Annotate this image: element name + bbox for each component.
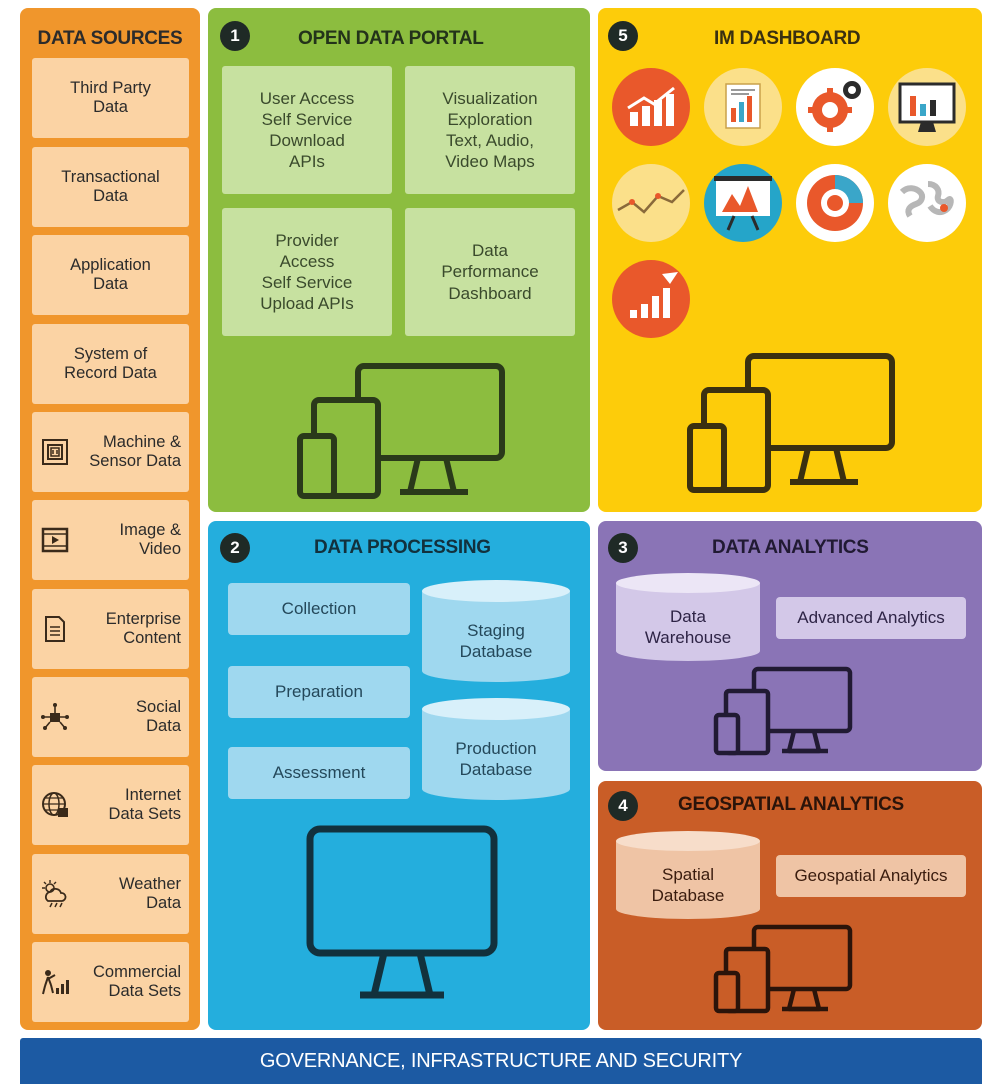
data-warehouse-label: Data Warehouse	[644, 606, 732, 647]
geospatial-analytics-panel: 4 GEOSPATIAL ANALYTICS Spatial Database …	[598, 781, 982, 1030]
im-dashboard-panel: 5 IM DASHBOARD	[598, 8, 982, 512]
governance-label: GOVERNANCE, INFRASTRUCTURE AND SECURITY	[259, 1049, 743, 1072]
staging-database-icon	[422, 580, 570, 682]
source-label: Machine & Sensor Data	[89, 433, 181, 470]
source-label: Transactional Data	[61, 168, 160, 205]
line-trend-icon	[612, 164, 690, 242]
source-social-data: Social Data	[32, 677, 189, 757]
im-dashboard-title: IM DASHBOARD	[714, 28, 861, 49]
devices-icon	[713, 666, 853, 756]
source-label: Image & Video	[119, 521, 181, 558]
growth-chart-icon	[612, 68, 690, 146]
video-play-icon	[41, 527, 69, 553]
process-step-preparation: Preparation	[228, 666, 410, 718]
network-icon	[41, 703, 69, 730]
portal-box-user-access: User Access Self Service Download APIs	[222, 66, 392, 194]
source-internet-data-sets: Internet Data Sets	[32, 765, 189, 845]
source-label: System of Record Data	[64, 345, 157, 382]
production-database-icon	[422, 698, 570, 800]
data-sources-panel: DATA SOURCES Third Party Data Transactio…	[20, 8, 200, 1030]
step-number-badge: 5	[608, 21, 638, 51]
source-machine-sensor-data: Machine & Sensor Data	[32, 412, 189, 492]
portal-box-visualization: Visualization Exploration Text, Audio, V…	[405, 66, 575, 194]
process-step-assessment: Assessment	[228, 747, 410, 799]
globe-icon	[42, 792, 68, 817]
source-label: Application Data	[70, 256, 151, 293]
portal-box-provider-access: Provider Access Self Service Upload APIs	[222, 208, 392, 336]
document-icon	[45, 616, 65, 642]
data-analytics-panel: 3 DATA ANALYTICS Data Warehouse Advanced…	[598, 521, 982, 771]
source-label: Weather Data	[118, 875, 181, 912]
geospatial-analytics-title: GEOSPATIAL ANALYTICS	[678, 794, 904, 815]
report-document-icon	[704, 68, 782, 146]
production-database-label: Production Database	[455, 738, 537, 779]
source-third-party-data: Third Party Data	[32, 58, 189, 138]
source-label: Social Data	[136, 698, 181, 735]
step-number-badge: 2	[220, 533, 250, 563]
donut-chart-icon	[796, 164, 874, 242]
data-processing-title: DATA PROCESSING	[314, 537, 491, 558]
devices-icon	[687, 353, 895, 493]
process-step-collection: Collection	[228, 583, 410, 635]
source-label: Third Party Data	[70, 79, 151, 116]
world-map-icon	[888, 164, 966, 242]
source-transactional-data: Transactional Data	[32, 147, 189, 227]
source-weather-data: Weather Data	[32, 854, 189, 934]
presentation-board-icon	[704, 164, 782, 242]
devices-icon	[713, 924, 853, 1014]
source-label: Internet Data Sets	[108, 786, 181, 823]
data-sources-title: DATA SOURCES	[37, 28, 183, 49]
source-application-data: Application Data	[32, 235, 189, 315]
data-processing-panel: 2 DATA PROCESSING Collection Preparation…	[208, 521, 590, 1030]
step-number-badge: 3	[608, 533, 638, 563]
source-label: Commercial Data Sets	[92, 963, 181, 1000]
bar-growth-icon	[612, 260, 690, 338]
source-label: Enterprise Content	[105, 610, 181, 647]
data-warehouse-icon	[616, 573, 760, 661]
geospatial-analytics-box: Geospatial Analytics	[776, 855, 966, 897]
gear-cog-icon	[796, 68, 874, 146]
open-data-portal-panel: 1 OPEN DATA PORTAL User Access Self Serv…	[208, 8, 590, 512]
chip-icon	[42, 439, 68, 465]
monitor-icon	[306, 825, 498, 999]
open-data-portal-title: OPEN DATA PORTAL	[298, 28, 484, 49]
step-number-badge: 1	[220, 21, 250, 51]
step-number-badge: 4	[608, 791, 638, 821]
staging-database-label: Staging Database	[459, 620, 533, 661]
monitor-chart-icon	[888, 68, 966, 146]
weather-cloud-icon	[42, 880, 67, 908]
spatial-database-label: Spatial Database	[651, 864, 725, 905]
governance-banner: GOVERNANCE, INFRASTRUCTURE AND SECURITY	[20, 1038, 982, 1084]
person-chart-icon	[42, 970, 69, 995]
source-image-video: Image & Video	[32, 500, 189, 580]
data-analytics-title: DATA ANALYTICS	[712, 537, 869, 558]
source-commercial-data-sets: Commercial Data Sets	[32, 942, 189, 1022]
spatial-database-icon	[616, 831, 760, 919]
advanced-analytics-box: Advanced Analytics	[776, 597, 966, 639]
portal-box-data-performance: Data Performance Dashboard	[405, 208, 575, 336]
source-system-of-record-data: System of Record Data	[32, 324, 189, 404]
devices-icon	[297, 363, 505, 499]
source-enterprise-content: Enterprise Content	[32, 589, 189, 669]
